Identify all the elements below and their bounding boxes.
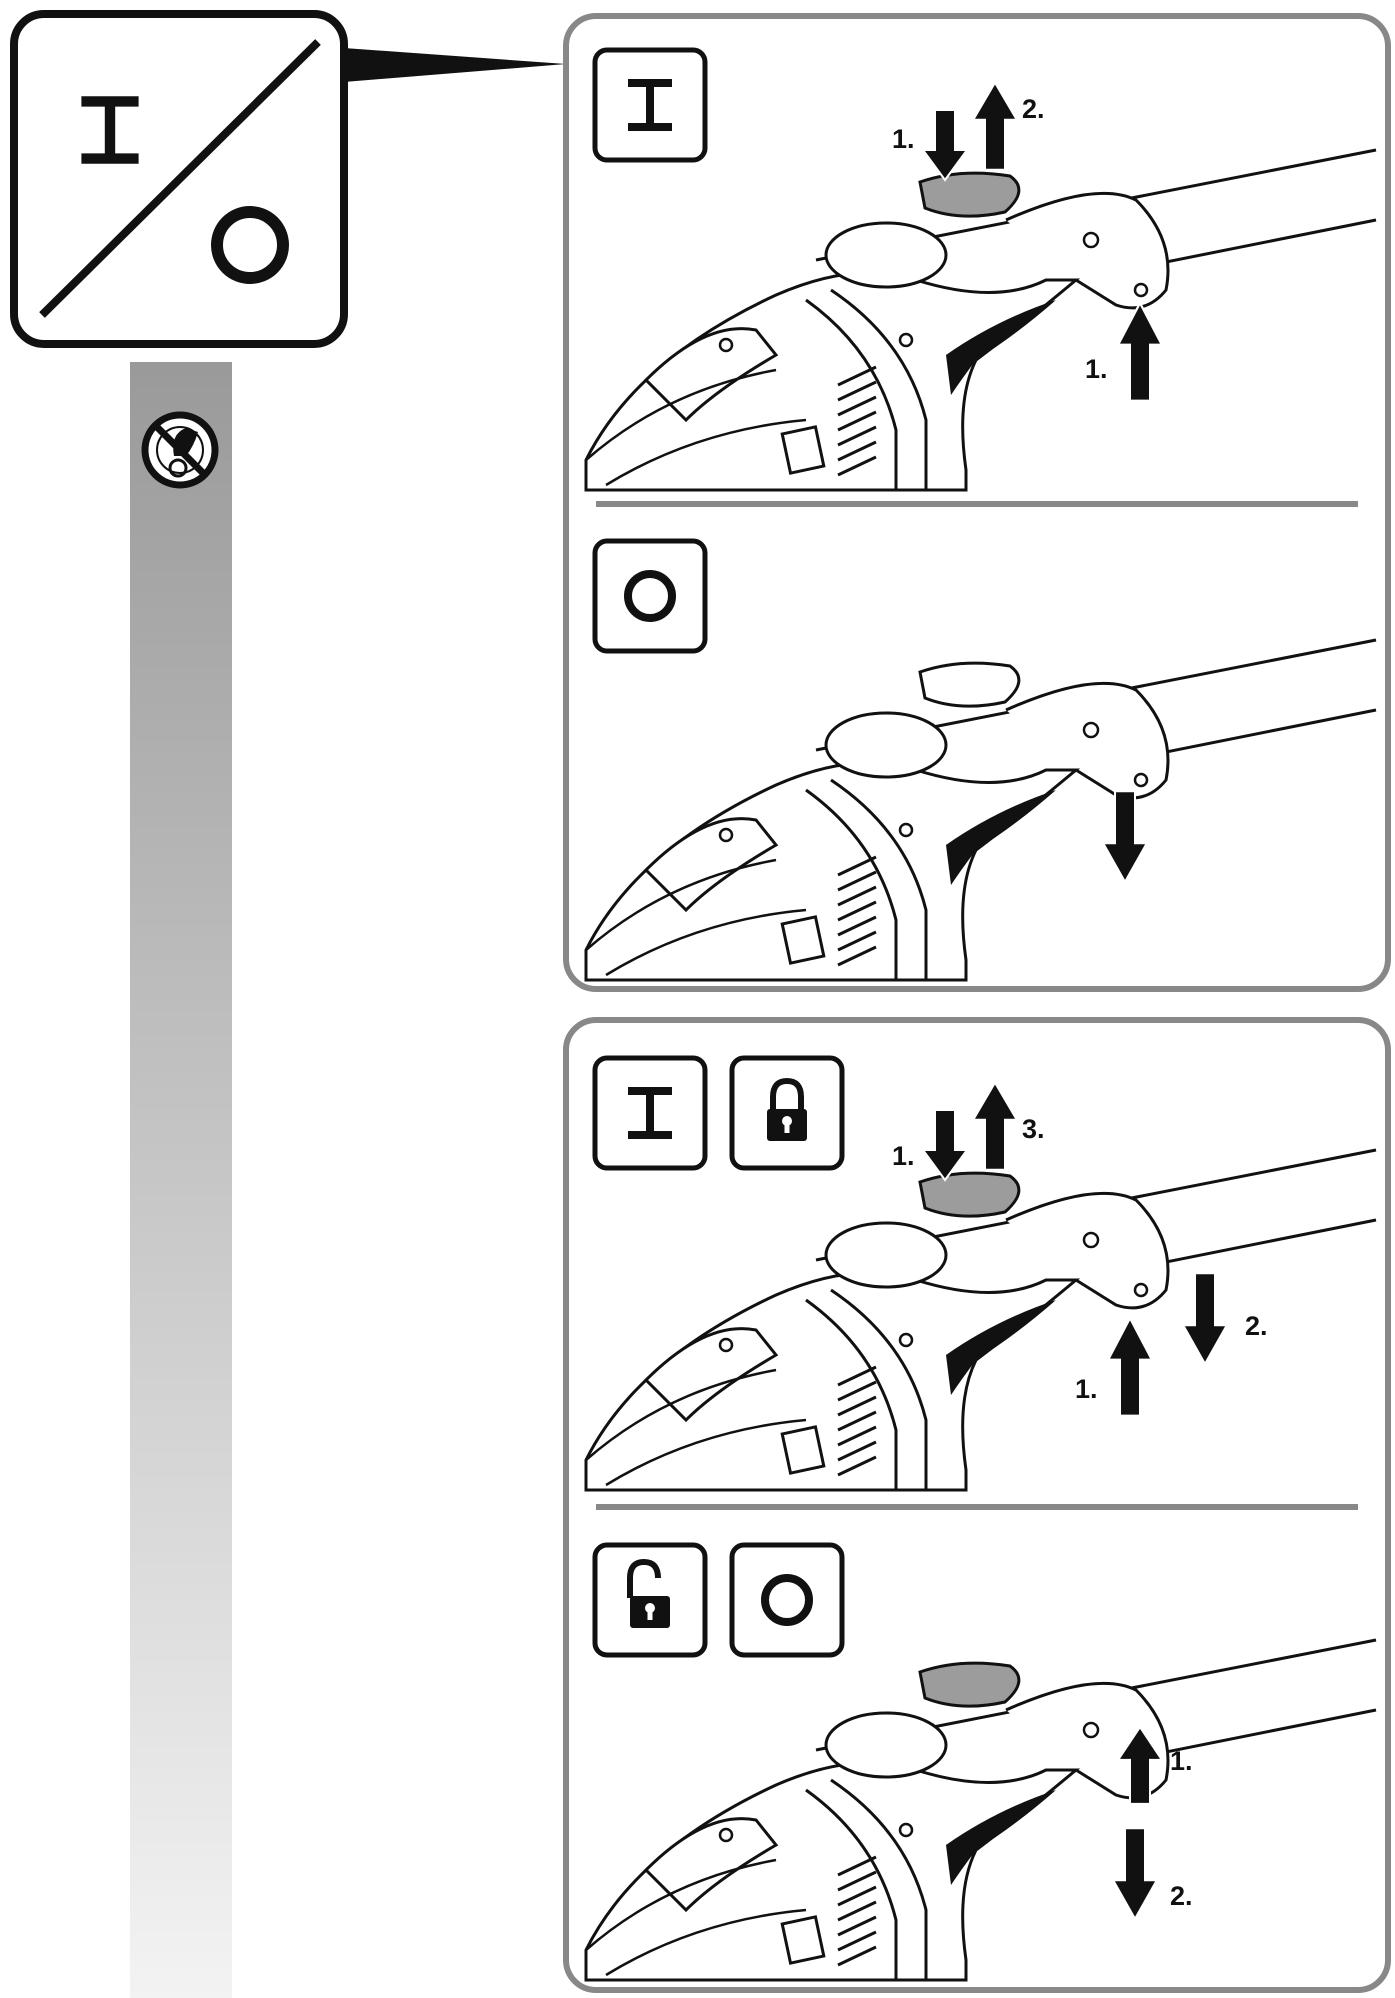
- step-label: 2.: [1170, 1881, 1193, 1911]
- step-label: 1.: [892, 124, 915, 154]
- on-off-switch-icon: [10, 10, 348, 348]
- panel-continuous-off: 1. 2.: [584, 1542, 1378, 1982]
- step-label: 1.: [1085, 354, 1108, 384]
- symbol-box: [592, 47, 708, 163]
- symbol-box: [729, 1542, 845, 1658]
- symbol-box: [592, 538, 708, 654]
- step-label: 2.: [1022, 94, 1045, 124]
- symbol-box: [592, 1542, 708, 1658]
- step-label: 3.: [1022, 1114, 1045, 1144]
- step-label: 1.: [1170, 1746, 1193, 1776]
- panel-switch-on: 1. 2. 1.: [584, 47, 1378, 492]
- callout-pointer: [344, 48, 566, 82]
- step-label: 1.: [892, 1141, 915, 1171]
- step-label: 2.: [1245, 1311, 1268, 1341]
- step-label: 1.: [1075, 1374, 1098, 1404]
- symbol-box: [592, 1055, 708, 1171]
- panel-switch-off: [584, 538, 1378, 982]
- panel-continuous-on: 1. 3. 1. 2.: [584, 1055, 1378, 1492]
- sidebar-bar: [130, 362, 232, 1998]
- symbol-box: [729, 1055, 845, 1171]
- no-hand-wheel-contact-icon: [141, 411, 219, 489]
